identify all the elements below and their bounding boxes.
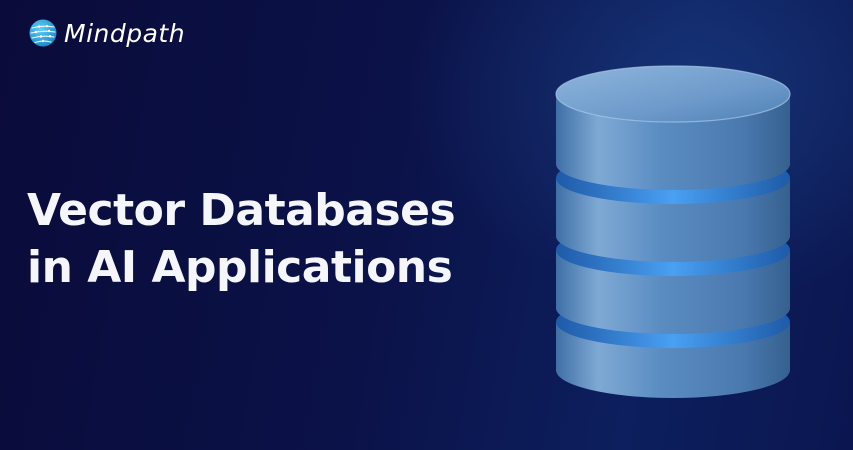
globe-icon <box>29 19 57 47</box>
database-stack-icon <box>555 65 791 398</box>
title-line-1: Vector Databases <box>27 185 456 236</box>
title-line-2: in AI Applications <box>27 242 453 293</box>
page-title: Vector Databases in AI Applications <box>27 182 456 296</box>
brand-logo: Mindpath <box>28 18 185 48</box>
brand-name: Mindpath <box>64 18 186 48</box>
